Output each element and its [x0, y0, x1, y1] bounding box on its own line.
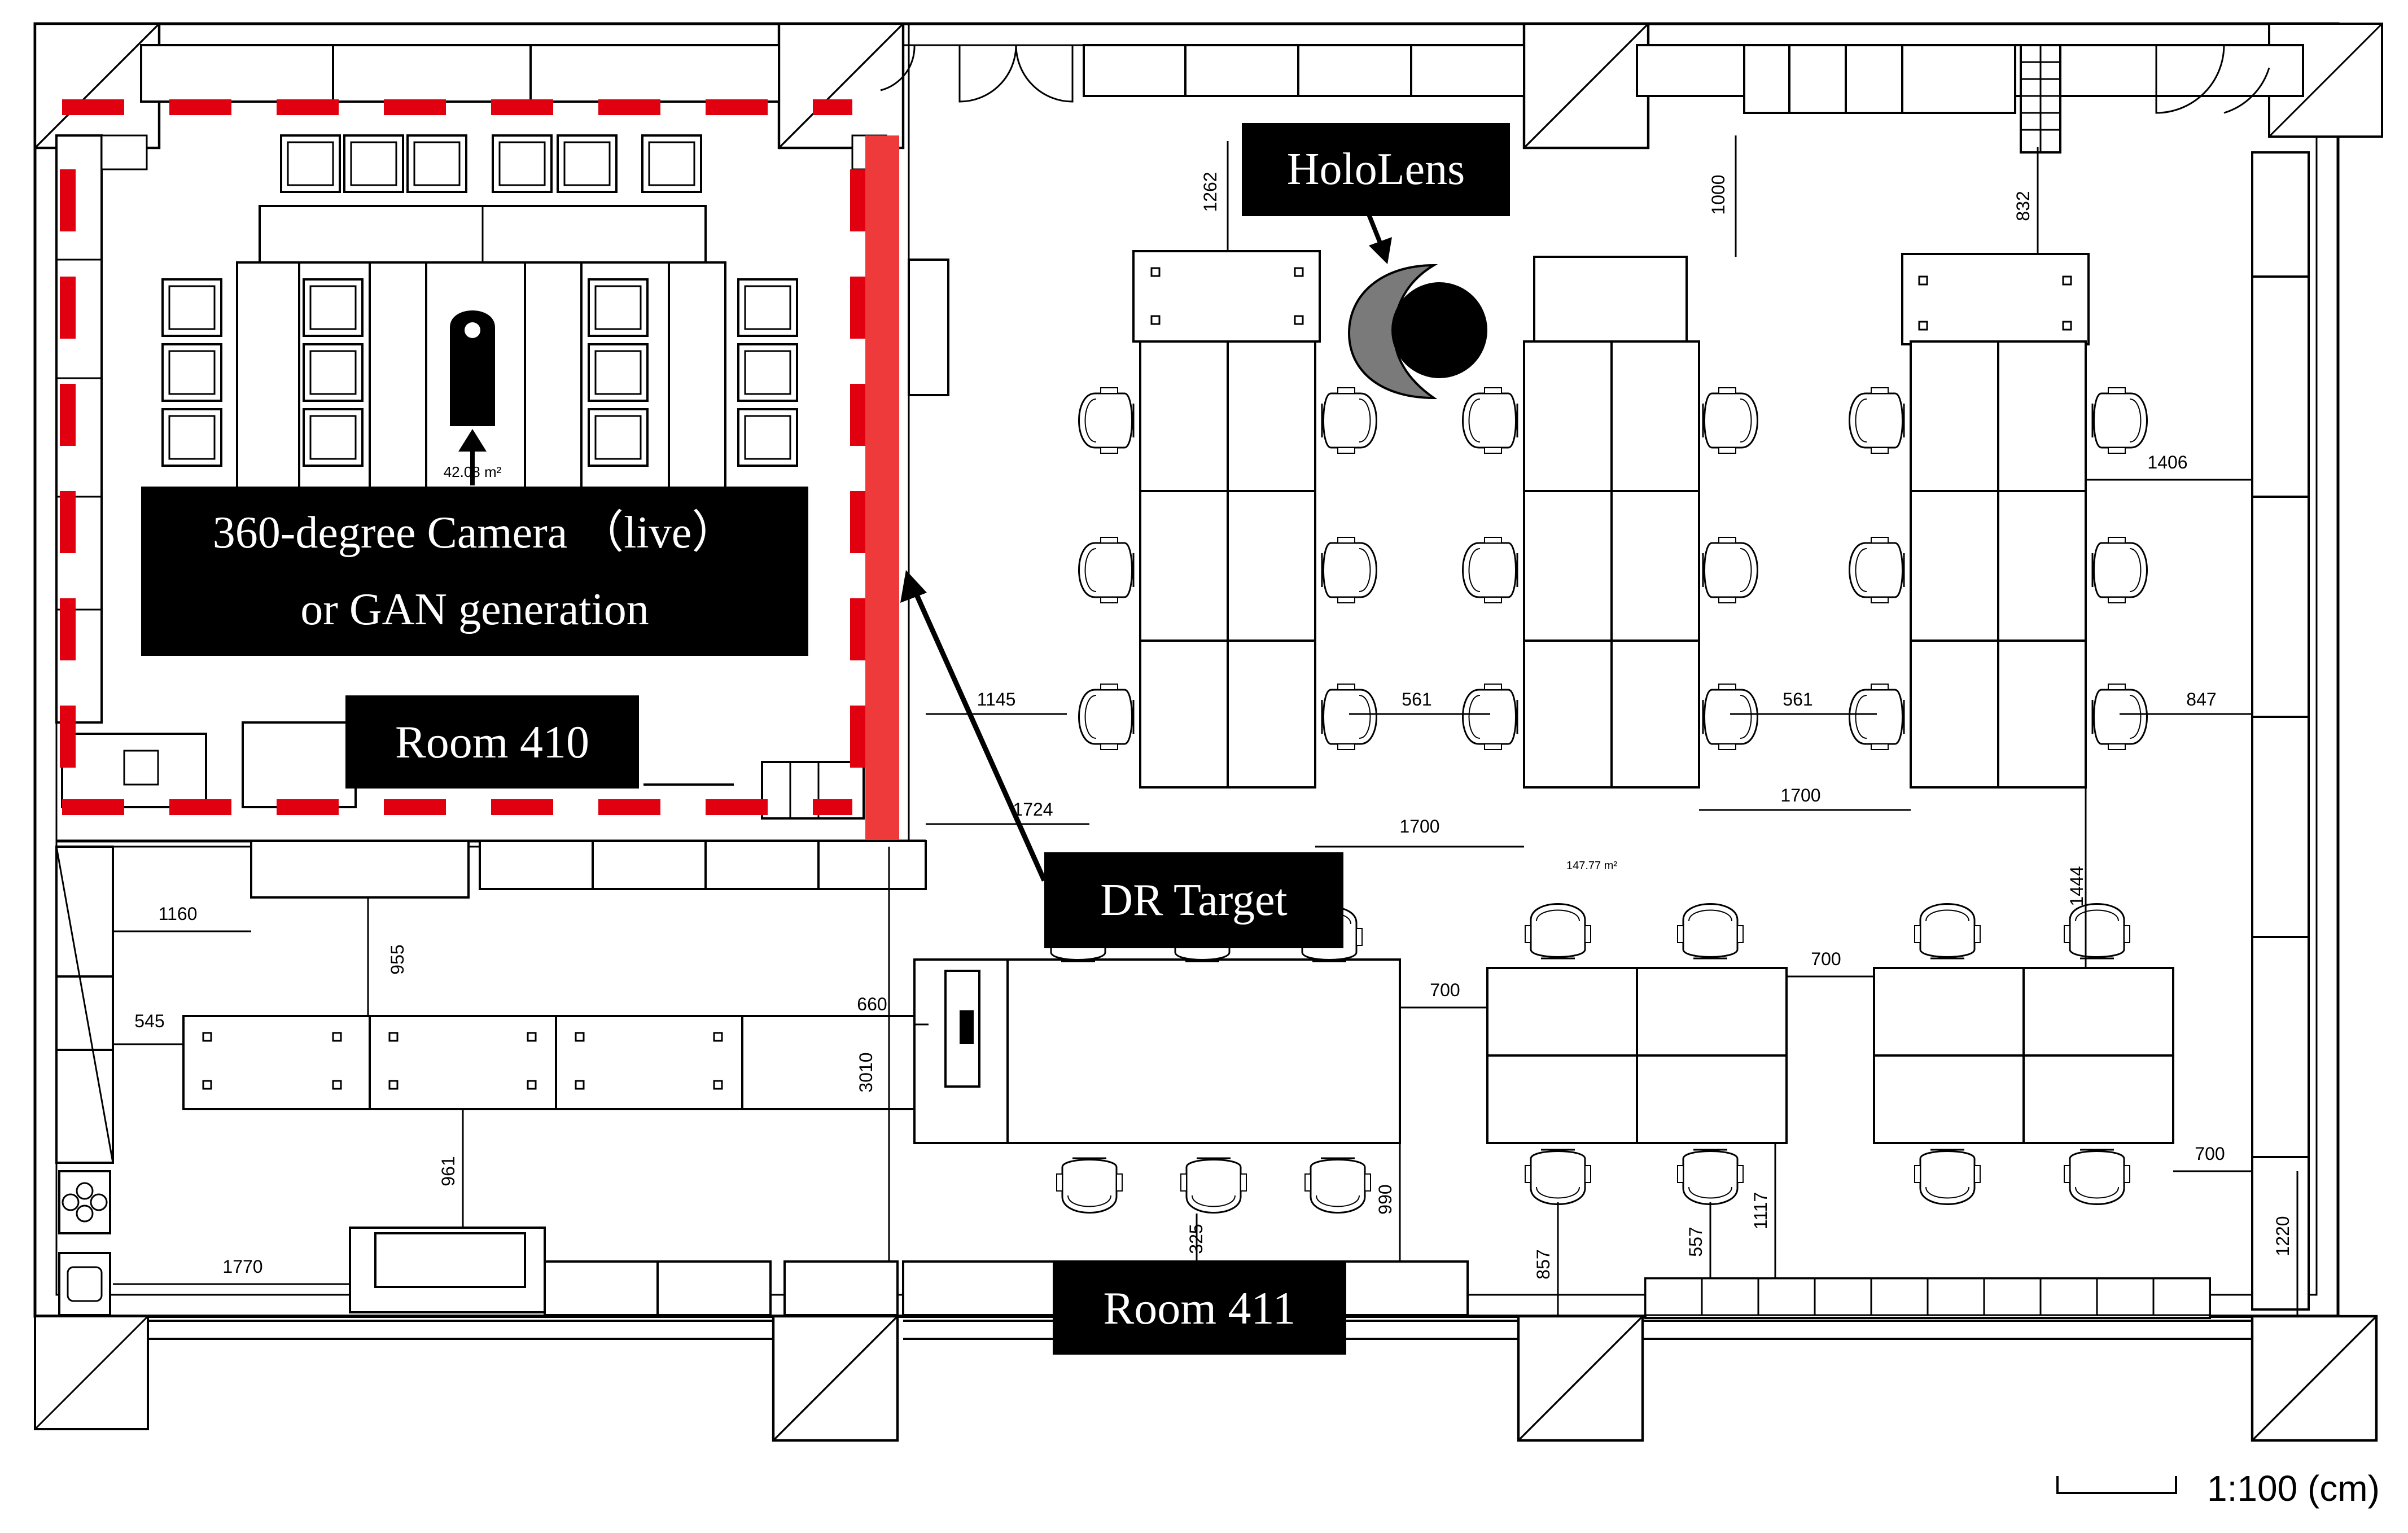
dr-target-arrow [900, 570, 1047, 882]
dim-700-a: 700 [1430, 980, 1460, 1000]
dimension-labels: 1262 1000 832 1406 1145 561 561 847 1724… [134, 172, 2293, 1279]
grille [2020, 44, 2061, 154]
room-410-furniture [55, 134, 949, 820]
dim-1160: 1160 [159, 904, 198, 924]
dim-1770: 1770 [222, 1256, 262, 1277]
camera-label: 360-degree Camera （live） or GAN generati… [141, 487, 808, 656]
dim-700-b: 700 [1811, 949, 1841, 969]
lower-left-details [62, 1032, 723, 1302]
dim-1145: 1145 [977, 689, 1016, 709]
top-cabinets [140, 44, 2304, 154]
dim-660: 660 [857, 994, 887, 1014]
dim-1444: 1444 [2066, 866, 2087, 906]
room-411-label: Room 411 [1053, 1262, 1346, 1355]
scale-bar [2056, 1476, 2177, 1494]
dimension-lines [113, 135, 2298, 1315]
dim-832: 832 [2013, 191, 2033, 221]
door-swings [880, 45, 2270, 114]
dim-847: 847 [2186, 689, 2216, 709]
dim-961: 961 [438, 1156, 458, 1186]
dim-3010: 3010 [856, 1052, 876, 1092]
dim-955: 955 [387, 944, 408, 974]
room-410-highlight [60, 99, 866, 815]
hololens-icon [1347, 264, 1487, 400]
dim-700-c: 700 [2195, 1144, 2225, 1164]
dim-1117: 1117 [1750, 1192, 1771, 1229]
scale-label: 1:100 (cm) [2207, 1468, 2380, 1509]
lower-left-diagonals [55, 846, 114, 1163]
dim-857: 857 [1533, 1249, 1553, 1279]
dim-1220: 1220 [2273, 1216, 2293, 1256]
bottom-window-bank [1644, 1277, 2211, 1316]
dim-557: 557 [1685, 1227, 1706, 1256]
camera-label-line2: or GAN generation [300, 585, 649, 634]
dr-target-wall [865, 135, 899, 841]
dim-1262: 1262 [1200, 172, 1220, 212]
dim-1000: 1000 [1708, 174, 1728, 214]
dim-325: 325 [1186, 1224, 1206, 1254]
camera-arrow [458, 429, 487, 485]
dim-561-b: 561 [1783, 689, 1812, 709]
dim-1700-b: 1700 [1780, 785, 1820, 805]
camera-label-line1: 360-degree Camera （live） [212, 508, 737, 558]
dim-1406: 1406 [2147, 452, 2187, 472]
room-410-label: Room 410 [345, 695, 639, 789]
dim-1700-a: 1700 [1399, 816, 1439, 836]
dim-561-a: 561 [1402, 689, 1431, 709]
dim-1724: 1724 [1013, 799, 1053, 820]
room-411-area: 147.77 m² [1566, 860, 1617, 872]
dim-545: 545 [134, 1011, 164, 1031]
dr-target-table [913, 906, 1401, 1214]
lower-right-workstations: 147.77 m² [1486, 860, 2174, 1205]
dr-target-label: DR Target [1044, 852, 1343, 948]
dim-990: 990 [1375, 1184, 1395, 1214]
room-411-workstations [1078, 250, 2148, 789]
hololens-label: HoloLens [1242, 123, 1510, 216]
right-wall-panels [2251, 151, 2310, 1311]
hololens-arrow [1367, 213, 1392, 264]
